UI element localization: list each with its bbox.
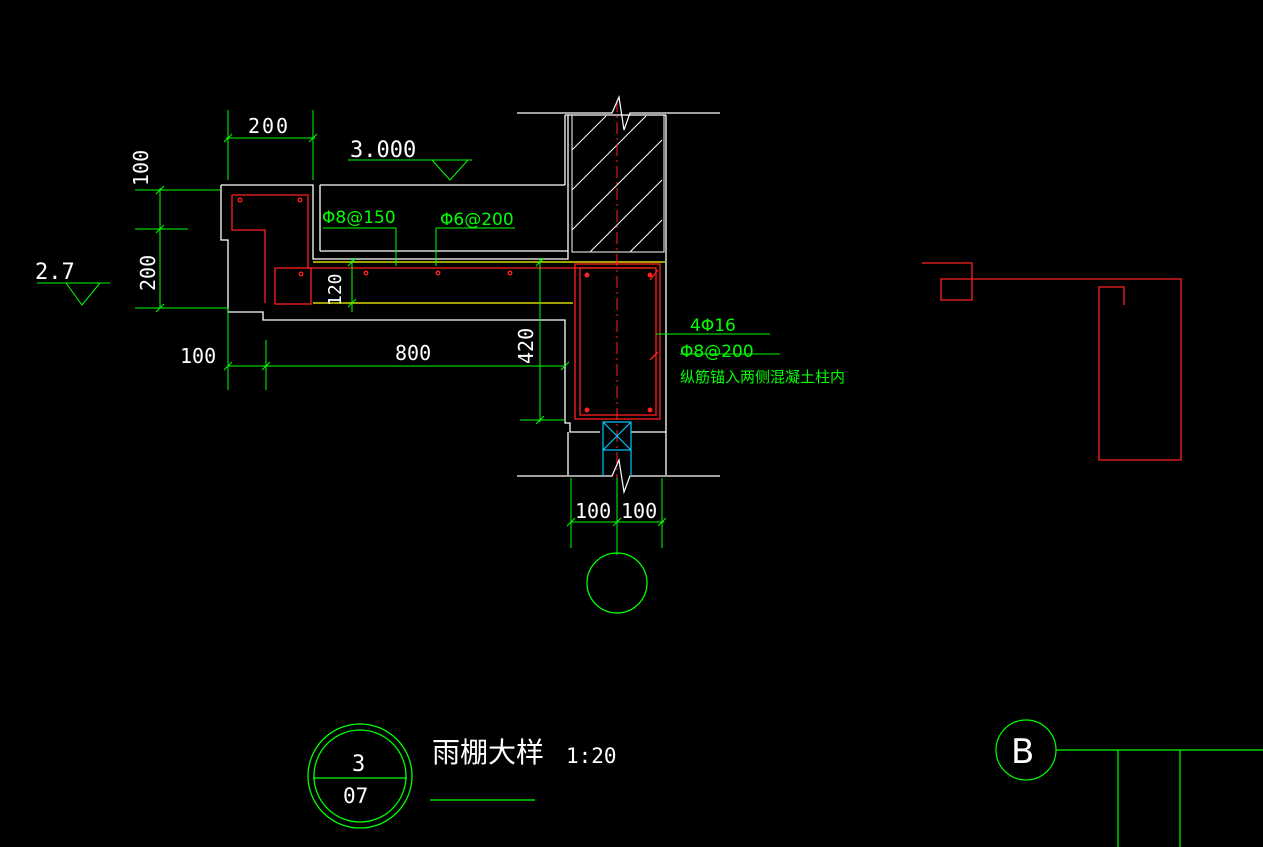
wall-hatch <box>571 114 665 253</box>
label-beam-stirrup: Φ8@200 <box>680 342 754 362</box>
elevation-top: 3.000 <box>350 138 416 163</box>
dim-left-mid: 200 <box>136 255 160 291</box>
dim-col-left: 100 <box>575 499 611 523</box>
dim-col-right: 100 <box>621 499 657 523</box>
break-marks <box>517 94 720 495</box>
title-sheet-no: 07 <box>343 784 368 808</box>
drawing-scale: 1:20 <box>566 744 617 768</box>
canopy-outline <box>220 114 667 475</box>
label-slab-dist: Φ6@200 <box>440 210 514 230</box>
column-axis-bubble <box>586 552 648 614</box>
dim-left-top: 100 <box>129 150 153 186</box>
dim-bottom-span: 800 <box>395 341 431 365</box>
dimension-lines <box>37 110 780 555</box>
section-symbol-right <box>922 262 1182 461</box>
dim-inner-height: 120 <box>325 273 346 306</box>
title-symbol <box>307 723 535 829</box>
label-beam-long: 4Φ16 <box>690 316 736 336</box>
slab-rebar <box>231 194 665 305</box>
dim-beam-depth: 420 <box>514 328 538 364</box>
title-detail-no: 3 <box>352 752 365 777</box>
elevation-side: 2.7 <box>35 260 75 285</box>
dim-top-width: 200 <box>248 114 288 138</box>
drawing-title: 雨棚大样 <box>432 736 544 769</box>
grid-b-lines <box>995 719 1263 847</box>
grid-b-label: B <box>1011 732 1034 772</box>
lintel-box <box>602 421 632 476</box>
label-rebar-note: 纵筋锚入两侧混凝土柱内 <box>680 368 845 386</box>
label-slab-main: Φ8@150 <box>322 208 396 228</box>
dim-bottom-left: 100 <box>180 344 216 368</box>
